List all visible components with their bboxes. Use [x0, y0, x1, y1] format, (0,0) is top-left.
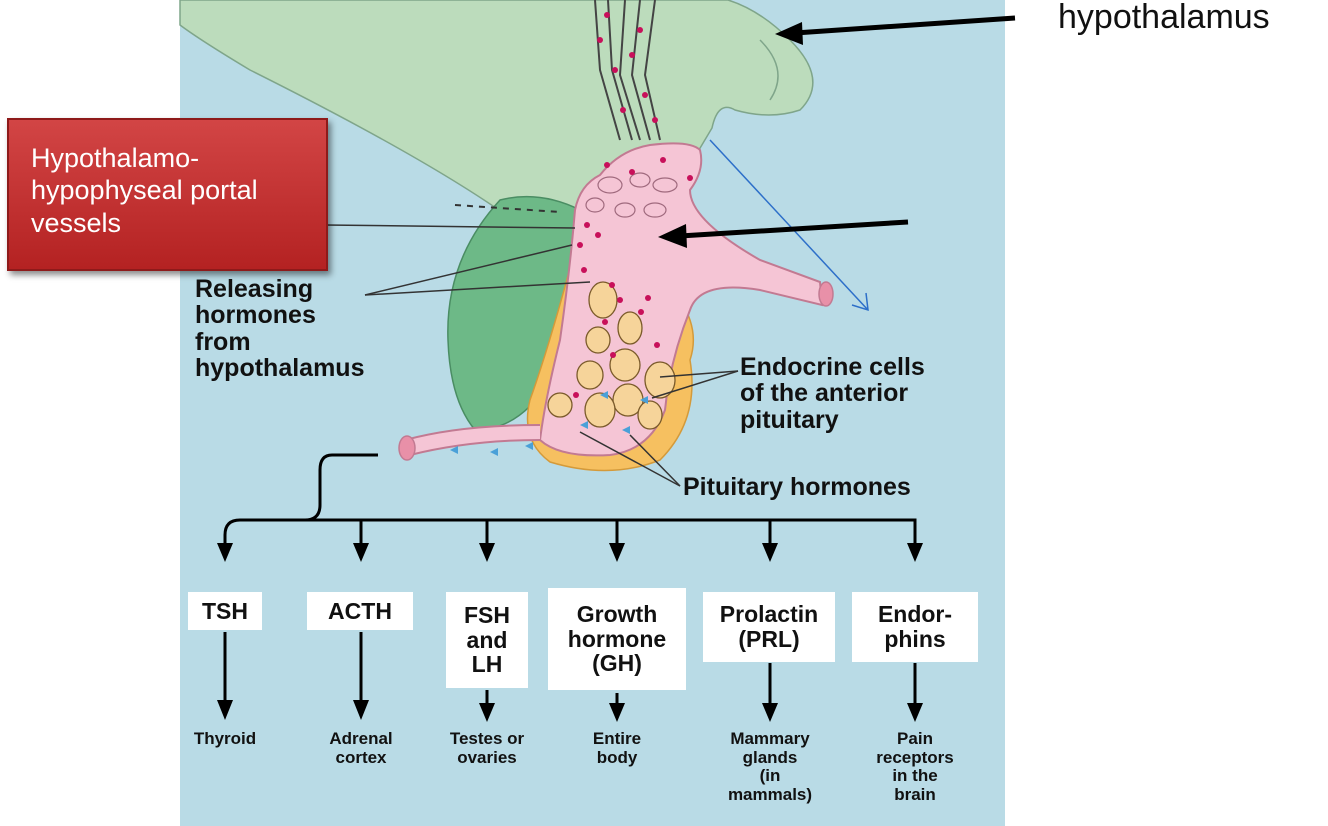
- target-line: receptors: [860, 749, 970, 768]
- label-line: of the anterior: [740, 380, 925, 406]
- endocrine-cells-label: Endocrine cells of the anterior pituitar…: [740, 354, 925, 433]
- target-line: glands: [715, 749, 825, 768]
- hormone-name: Prolactin: [720, 602, 818, 627]
- hormone-box-tsh: TSH: [188, 592, 262, 630]
- hormone-box-prolactin: Prolactin (PRL): [703, 592, 835, 662]
- target-entire-body: Entire body: [567, 730, 667, 767]
- hormone-box-growth-hormone: Growth hormone (GH): [548, 588, 686, 690]
- target-line: mammals): [715, 786, 825, 805]
- hormone-name: ACTH: [328, 599, 392, 624]
- target-line: Thyroid: [175, 730, 275, 749]
- hypothalamus-callout: hypothalamus: [1058, 0, 1270, 37]
- hormone-box-fsh-lh: FSH and LH: [446, 592, 528, 688]
- hormone-name: LH: [472, 652, 503, 677]
- target-thyroid: Thyroid: [175, 730, 275, 749]
- target-line: Pain: [860, 730, 970, 749]
- target-line: Adrenal: [311, 730, 411, 749]
- label-line: hypothalamus: [195, 355, 364, 381]
- releasing-hormones-label: Releasing hormones from hypothalamus: [195, 276, 364, 381]
- hormone-name: and: [467, 628, 508, 653]
- hormone-name: TSH: [202, 599, 248, 624]
- hormone-box-acth: ACTH: [307, 592, 413, 630]
- target-line: Entire: [567, 730, 667, 749]
- hormone-box-endorphins: Endor- phins: [852, 592, 978, 662]
- target-line: (in: [715, 767, 825, 786]
- portal-callout-line-3: vessels: [31, 207, 316, 239]
- label-line: from: [195, 329, 364, 355]
- label-line: hormones: [195, 302, 364, 328]
- portal-callout-line-2: hypophyseal portal: [31, 174, 316, 206]
- label-line: pituitary: [740, 407, 925, 433]
- target-adrenal-cortex: Adrenal cortex: [311, 730, 411, 767]
- target-line: brain: [860, 786, 970, 805]
- target-line: Mammary: [715, 730, 825, 749]
- portal-vessels-callout: Hypothalamo- hypophyseal portal vessels: [7, 118, 328, 271]
- target-line: ovaries: [432, 749, 542, 768]
- target-line: body: [567, 749, 667, 768]
- target-pain-receptors: Pain receptors in the brain: [860, 730, 970, 805]
- target-testes-ovaries: Testes or ovaries: [432, 730, 542, 767]
- target-line: in the: [860, 767, 970, 786]
- hormone-name: Endor-: [878, 602, 952, 627]
- hormone-name: FSH: [464, 603, 510, 628]
- hormone-name: phins: [884, 627, 945, 652]
- hormone-name: (GH): [592, 651, 642, 676]
- label-line: Releasing: [195, 276, 364, 302]
- portal-callout-line-1: Hypothalamo-: [31, 142, 316, 174]
- target-line: cortex: [311, 749, 411, 768]
- target-mammary-glands: Mammary glands (in mammals): [715, 730, 825, 805]
- target-line: Testes or: [432, 730, 542, 749]
- label-line: Endocrine cells: [740, 354, 925, 380]
- hormone-name: hormone: [568, 627, 666, 652]
- hormone-name: (PRL): [738, 627, 799, 652]
- hormone-name: Growth: [577, 602, 658, 627]
- pituitary-hormones-label: Pituitary hormones: [683, 474, 911, 500]
